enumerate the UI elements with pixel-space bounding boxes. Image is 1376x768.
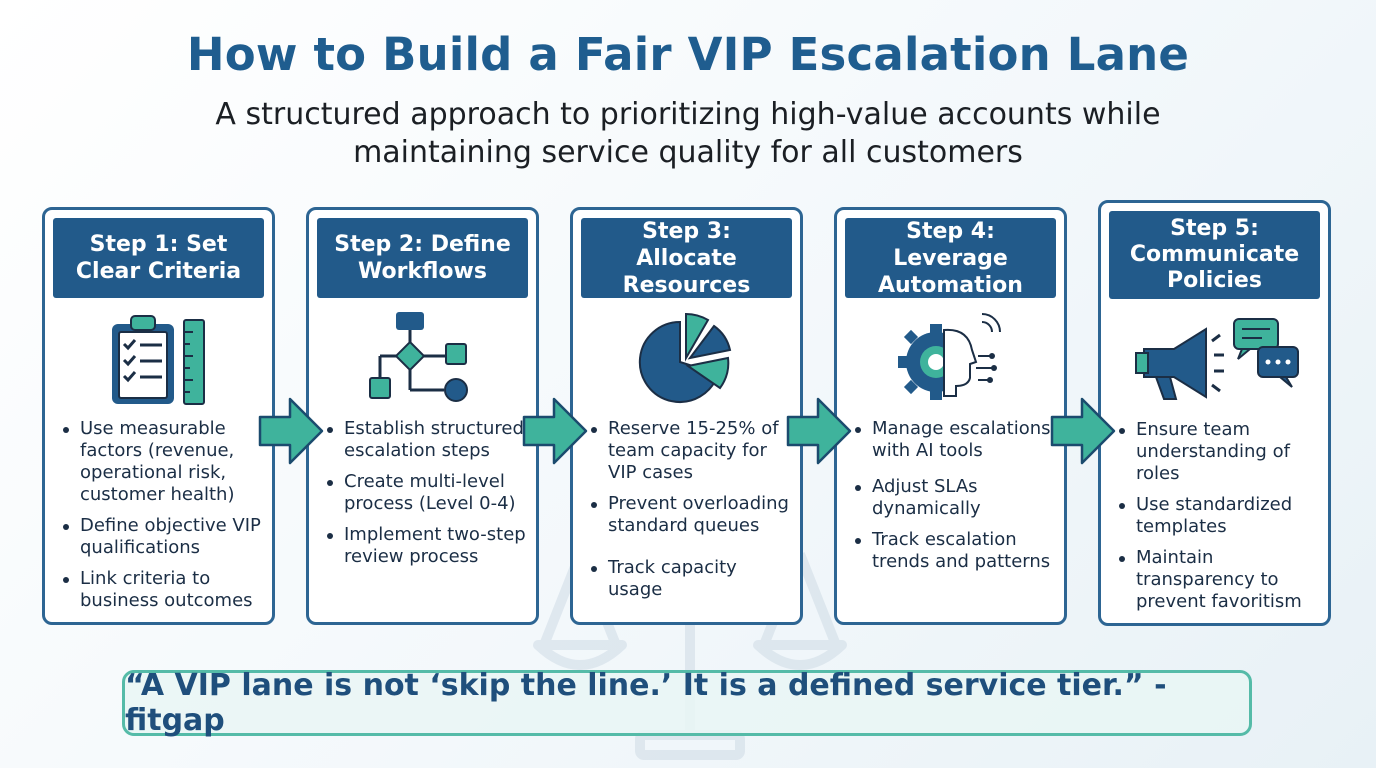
step-1-bullets: Use measurable factors (revenue, operati…	[61, 418, 264, 621]
arrow-right-icon	[1050, 397, 1116, 465]
step-4-bullets: Manage escalations with AI tools Adjust …	[853, 418, 1056, 582]
step-card-5: Step 5: Communicate Policies Ensure team…	[1098, 200, 1331, 626]
step-5-title: Step 5: Communicate Policies	[1109, 211, 1320, 299]
page-subtitle: A structured approach to prioritizing hi…	[0, 96, 1376, 172]
list-item: Maintain transparency to prevent favorit…	[1117, 547, 1320, 613]
list-item: Track escalation trends and patterns	[853, 529, 1056, 573]
arrow-right-icon	[258, 397, 324, 465]
list-item: Establish structured escalation steps	[325, 418, 528, 462]
step-3-bullets: Reserve 15-25% of team capacity for VIP …	[589, 418, 792, 610]
list-item: Manage escalations with AI tools	[853, 418, 1056, 462]
subtitle-line-1: A structured approach to prioritizing hi…	[215, 97, 1161, 132]
step-2-bullets: Establish structured escalation steps Cr…	[325, 418, 528, 577]
list-item: Prevent overloading standard queues	[589, 493, 792, 537]
flowchart-icon	[368, 312, 468, 402]
step-card-3: Step 3: Allocate Resources Reserve 15-25…	[570, 207, 803, 625]
step-card-1: Step 1: Set Clear Criteria Use measurabl…	[42, 207, 275, 625]
list-item: Use measurable factors (revenue, operati…	[61, 418, 264, 506]
step-1-title: Step 1: Set Clear Criteria	[53, 218, 264, 298]
subtitle-line-2: maintaining service quality for all cust…	[353, 135, 1023, 170]
list-item: Define objective VIP qualifications	[61, 515, 264, 559]
step-2-title: Step 2: Define Workflows	[317, 218, 528, 298]
step-4-title: Step 4: Leverage Automation	[845, 218, 1056, 298]
list-item: Create multi-level process (Level 0-4)	[325, 471, 528, 515]
arrow-right-icon	[522, 397, 588, 465]
step-3-title: Step 3: Allocate Resources	[581, 218, 792, 298]
step-card-2: Step 2: Define Workflows Establish struc…	[306, 207, 539, 625]
list-item: Use standardized templates	[1117, 494, 1320, 538]
clipboard-checklist-icon	[111, 315, 205, 405]
quote-banner: “A VIP lane is not ‘skip the line.’ It i…	[122, 668, 1252, 738]
list-item: Adjust SLAs dynamically	[853, 476, 1056, 520]
pie-chart-icon	[638, 312, 731, 403]
list-item: Reserve 15-25% of team capacity for VIP …	[589, 418, 792, 484]
list-item: Ensure team understanding of roles	[1117, 419, 1320, 485]
list-item: Track capacity usage	[589, 557, 792, 601]
arrow-right-icon	[786, 397, 852, 465]
megaphone-chat-icon	[1134, 318, 1299, 400]
page-title: How to Build a Fair VIP Escalation Lane	[186, 28, 1190, 81]
step-5-bullets: Ensure team understanding of roles Use s…	[1117, 419, 1320, 622]
list-item: Implement two-step review process	[325, 524, 528, 568]
step-card-4: Step 4: Leverage Automation Manage escal…	[834, 207, 1067, 625]
ai-gear-head-icon	[897, 313, 1001, 400]
list-item: Link criteria to business outcomes	[61, 568, 264, 612]
